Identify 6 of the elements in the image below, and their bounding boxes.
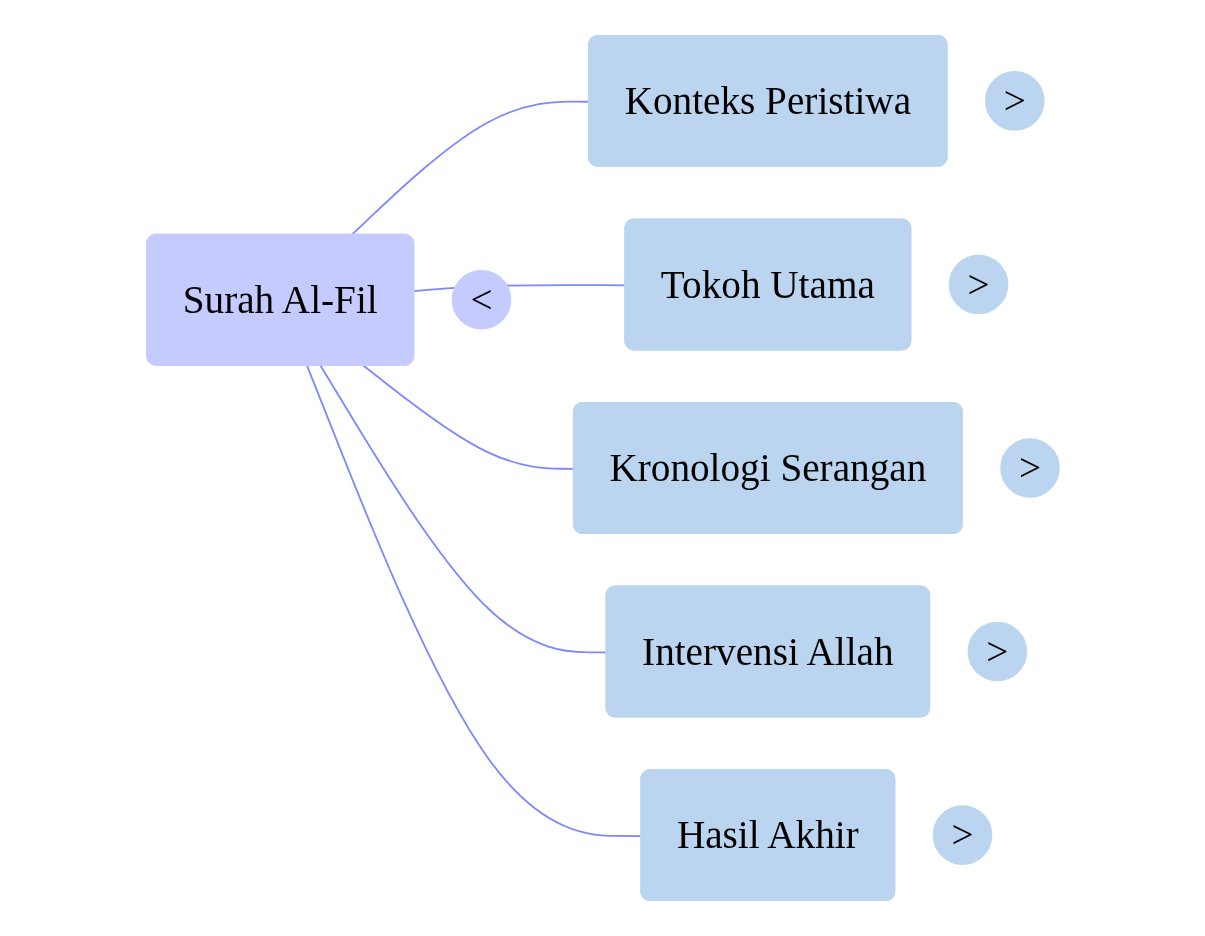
node-label: < — [469, 277, 493, 323]
node-label: > — [1018, 445, 1041, 491]
node-label: > — [950, 812, 974, 858]
node-label: > — [1003, 78, 1026, 124]
node-label: > — [966, 262, 990, 307]
node-label: > — [985, 629, 1008, 674]
